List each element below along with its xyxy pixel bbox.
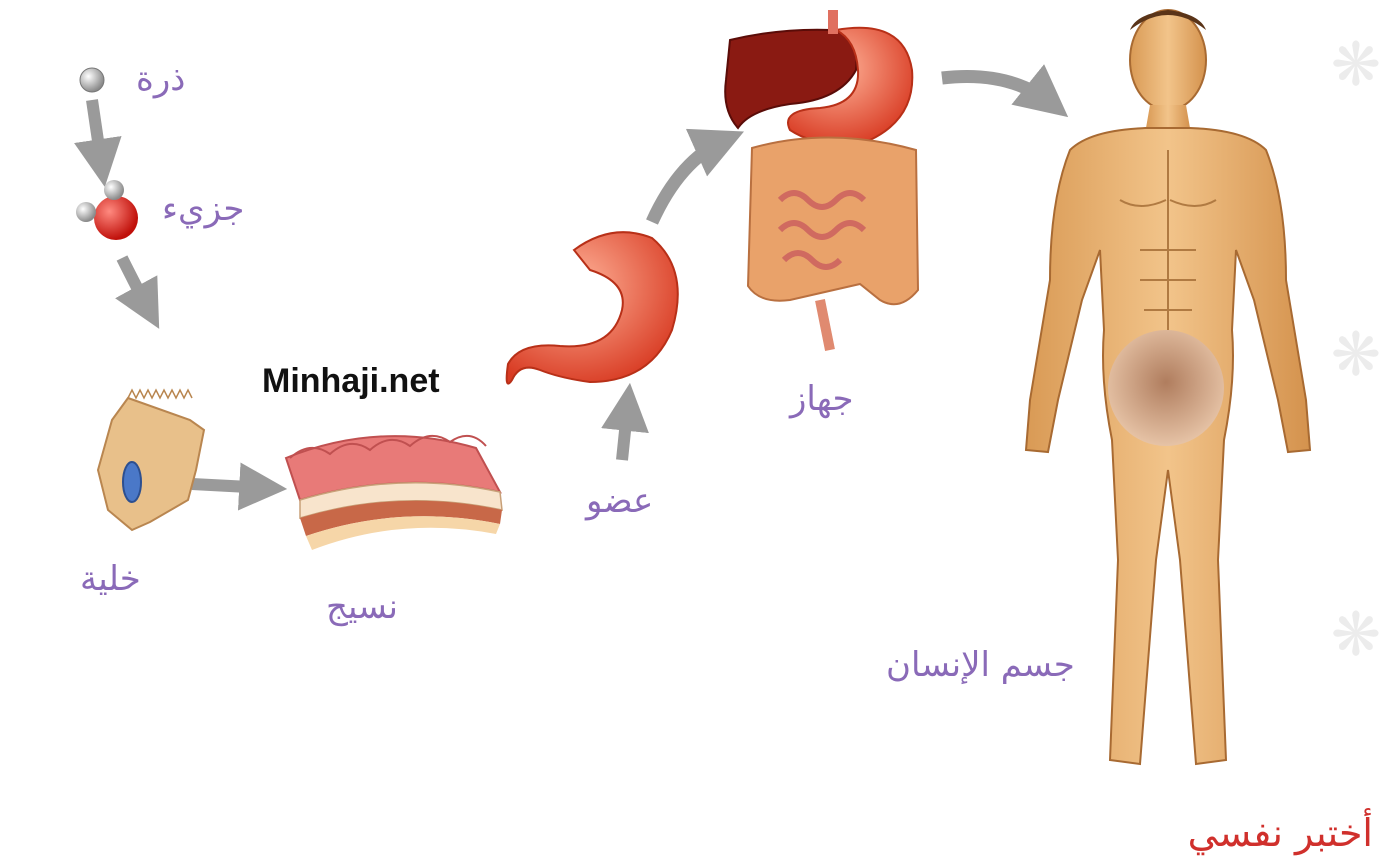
site-watermark: Minhaji.net [262,362,440,401]
arrow-organ-to-system [652,140,725,222]
arrow-cell-to-tissue [192,484,268,488]
molecule-icon [76,180,138,240]
molecule-label: جزيء [162,192,244,226]
tissue-label: نسيج [326,590,398,624]
atom-label: ذرة [136,62,185,96]
blur-mask [1108,330,1224,446]
cell-label: خلية [80,562,141,596]
human-body-label: جسم الإنسان [886,648,1075,682]
stomach-organ-icon [507,232,678,383]
arrow-system-to-body [942,76,1052,104]
arrow-molecule-to-cell [122,258,150,312]
atom-icon [80,68,104,92]
arrow-tissue-to-organ [622,402,628,460]
cell-icon [98,390,204,530]
self-test-link[interactable]: أختبر نفسي [1188,811,1373,855]
arrow-atom-to-molecule [92,100,102,168]
digestive-system-icon [725,10,918,350]
tissue-icon [286,436,502,550]
organ-label: عضو [586,484,653,518]
system-label: جهاز [790,382,853,416]
